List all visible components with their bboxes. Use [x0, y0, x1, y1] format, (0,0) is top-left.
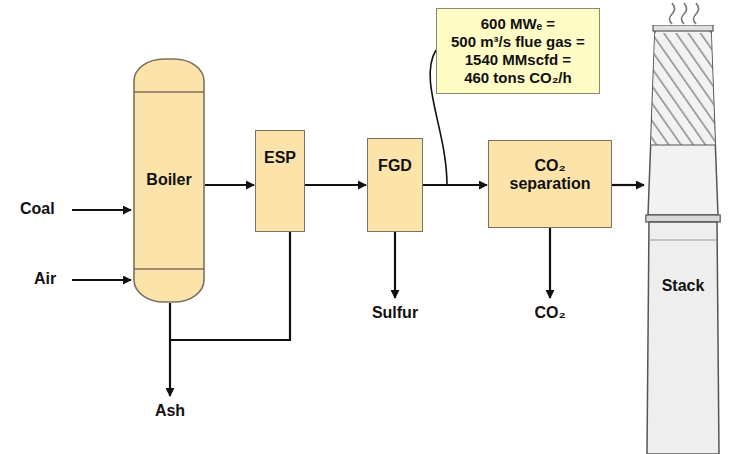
process-box: ESP	[255, 130, 305, 232]
process-box: CO₂ separation	[488, 140, 612, 228]
process-box: FGD	[367, 138, 423, 232]
flow-arrow	[305, 184, 366, 186]
callout-line: 600 MWₑ =	[451, 15, 585, 33]
node-label: CO₂ separation	[492, 157, 608, 194]
flow-arrow	[423, 184, 487, 186]
stream-label: Coal	[18, 200, 57, 218]
node-label: ESP	[264, 149, 296, 167]
node-label: Boiler	[146, 171, 191, 189]
air-arrow	[72, 279, 131, 281]
stream-label: Air	[32, 270, 58, 288]
callout-text: 600 MWₑ = 500 m³/s flue gas = 1540 MMscf…	[451, 15, 585, 87]
smoke	[670, 3, 699, 24]
callout-box: 600 MWₑ = 500 m³/s flue gas = 1540 MMscf…	[436, 8, 600, 94]
stream-label: CO₂	[532, 304, 567, 322]
node-label: Stack	[662, 277, 705, 295]
flow-arrow	[612, 184, 644, 186]
stream-label: Ash	[153, 402, 187, 420]
callout-line: 460 tons CO₂/h	[451, 69, 585, 87]
sulfur-arrow	[394, 232, 396, 298]
flow-arrow	[205, 184, 254, 186]
callout-line: 1540 MMscfd =	[451, 51, 585, 69]
boiler-vessel: Boiler	[133, 58, 205, 303]
stack-chimney: Stack	[645, 25, 721, 454]
co2-arrow	[549, 228, 551, 298]
coal-arrow	[72, 209, 131, 211]
node-label: FGD	[378, 157, 412, 175]
ash-arrow	[169, 303, 171, 396]
callout-line: 500 m³/s flue gas =	[451, 33, 585, 51]
stack-outline	[645, 25, 721, 454]
stream-label: Sulfur	[370, 304, 420, 322]
